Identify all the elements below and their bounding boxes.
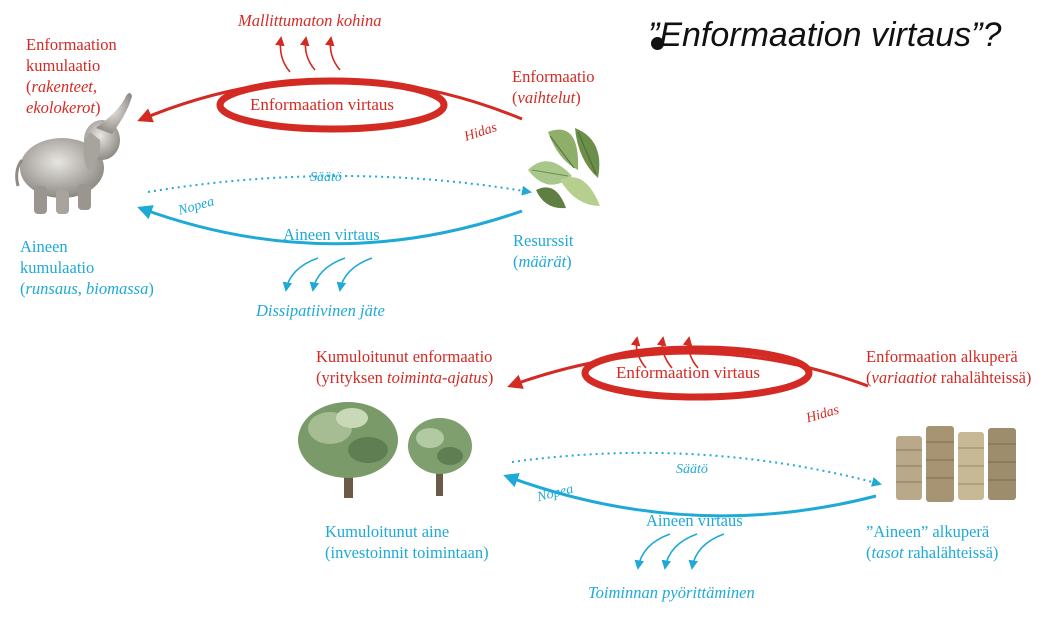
resources-line2: (määrät) bbox=[513, 252, 572, 271]
matter-origin-line2: (tasot rahalähteissä) bbox=[866, 543, 999, 562]
bottom-matter-arc bbox=[503, 473, 877, 518]
top-info-flow-ellipse bbox=[216, 77, 448, 133]
matter-cumulated-line1: Kumuloitunut aine bbox=[325, 522, 450, 541]
top-info-flow-label: Enformaation virtaus bbox=[250, 95, 394, 114]
noise-label: Mallittumaton kohina bbox=[238, 11, 382, 30]
running-label: Toiminnan pyörittäminen bbox=[588, 583, 755, 602]
top-control-arrow bbox=[147, 175, 532, 196]
top-waste-arrows bbox=[282, 257, 373, 292]
bottom-info-flow-label: Enformaation virtaus bbox=[616, 363, 760, 382]
info-cumulated-line1: Kumuloitunut enformaatio bbox=[316, 347, 493, 366]
waste-label: Dissipatiivinen jäte bbox=[256, 301, 385, 320]
money-tree-image bbox=[298, 402, 472, 498]
bottom-running-arrows bbox=[634, 533, 725, 570]
fern-leaves-image bbox=[528, 128, 600, 209]
slide-title: ”Enformaation virtaus”? bbox=[648, 16, 1002, 54]
matter-cumulation-line1: Aineen bbox=[20, 237, 68, 256]
top-control-label: Säätö bbox=[310, 170, 342, 185]
elephant-image bbox=[15, 93, 132, 214]
info-origin-line2: (variaatiot rahalähteissä) bbox=[866, 368, 1032, 387]
bullet-icon bbox=[651, 37, 664, 50]
info-cumulation-line4: ekolokerot) bbox=[26, 98, 101, 117]
coin-stacks-image bbox=[896, 426, 1016, 502]
info-cumulation-line3: (rakenteet, bbox=[26, 77, 98, 96]
top-matter-arc bbox=[137, 205, 523, 246]
bottom-control-label: Säätö bbox=[676, 462, 708, 477]
info-cumulation-line2: kumulaatio bbox=[26, 56, 101, 75]
matter-origin-line1: ”Aineen” alkuperä bbox=[866, 522, 990, 541]
bottom-matter-flow-label: Aineen virtaus bbox=[646, 511, 743, 530]
info-cumulation-line1: Enformaation bbox=[26, 35, 117, 54]
resources-line1: Resurssit bbox=[513, 231, 574, 250]
top-matter-flow-label: Aineen virtaus bbox=[283, 225, 380, 244]
matter-cumulated-line2: (investoinnit toimintaan) bbox=[325, 543, 489, 562]
top-noise-arrows bbox=[275, 36, 341, 73]
bottom-control-arrow bbox=[511, 451, 882, 487]
info-cumulated-line2: (yrityksen toiminta-ajatus) bbox=[316, 368, 494, 387]
bottom-info-flow-ellipse bbox=[581, 345, 813, 401]
info-origin-line1: Enformaation alkuperä bbox=[866, 347, 1018, 366]
information-line2: (vaihtelut) bbox=[512, 88, 581, 107]
matter-cumulation-line3: (runsaus, biomassa) bbox=[20, 279, 154, 298]
matter-cumulation-line2: kumulaatio bbox=[20, 258, 95, 277]
information-line1: Enformaatio bbox=[512, 67, 595, 86]
